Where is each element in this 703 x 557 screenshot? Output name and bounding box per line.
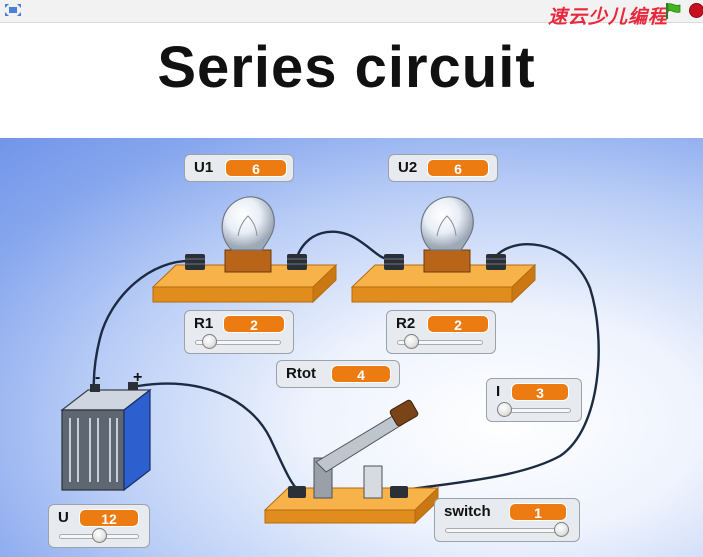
toolbar: 速云少儿编程 [0,0,703,28]
bulb-icon [420,196,474,251]
page-title: Series circuit [157,35,536,100]
monitor-r2: R2 2 [386,310,496,354]
slider-knob[interactable] [404,334,420,349]
bulb-icon [221,196,275,251]
monitor-rtot: Rtot 4 [276,360,400,388]
monitor-value: 2 [427,315,489,333]
monitor-value: 12 [79,509,139,527]
monitor-label: U2 [398,159,418,176]
wire-lamp1-to-lamp2 [294,230,392,262]
lamp-socket [224,249,272,273]
monitor-value: 4 [331,365,391,383]
slider-knob[interactable] [497,402,512,417]
monitor-value: 3 [511,383,569,401]
monitor-u: U 12 [48,504,150,548]
fullscreen-icon[interactable] [4,3,22,17]
slider-track[interactable] [397,340,483,345]
monitor-value: 6 [225,159,287,177]
brand-logo: 速云少儿编程 [548,6,669,28]
knife-switch-icon [263,399,440,525]
monitor-label: R2 [396,315,416,332]
monitor-value: 2 [223,315,285,333]
terminal [384,254,506,270]
monitor-u2: U2 6 [388,154,498,182]
monitor-label: U [58,509,69,526]
monitor-label: U1 [194,159,214,176]
slider-knob[interactable] [202,334,218,349]
monitor-switch: switch 1 [434,498,580,542]
battery-plus-label: + [133,369,142,386]
wire-battery-to-switch [136,382,300,492]
monitor-r1: R1 2 [184,310,294,354]
stage: - + U1 6 U2 6 R1 2 R2 2 [0,138,703,557]
lamp-2 [350,196,537,304]
wire-lamp2-to-switch [403,243,600,492]
slider-track[interactable] [445,528,569,533]
monitor-label: Rtot [286,365,316,382]
monitor-value: 1 [509,503,567,521]
slider-knob[interactable] [91,528,107,543]
green-flag-icon[interactable] [664,2,682,20]
monitor-i: I 3 [486,378,582,422]
slider-knob[interactable] [554,522,569,537]
lamp-1 [151,196,338,304]
stop-sign-icon[interactable] [689,3,703,18]
monitor-value: 6 [427,159,489,177]
monitor-label: I [496,383,501,400]
monitor-label: switch [444,503,491,520]
lamp-socket [423,249,471,273]
circuit-scene: - + [60,196,600,525]
battery-minus-label: - [95,369,100,386]
terminal [185,254,307,270]
battery-icon: - + [60,369,152,492]
monitor-label: R1 [194,315,214,332]
monitor-u1: U1 6 [184,154,294,182]
slider-track[interactable] [195,340,281,345]
